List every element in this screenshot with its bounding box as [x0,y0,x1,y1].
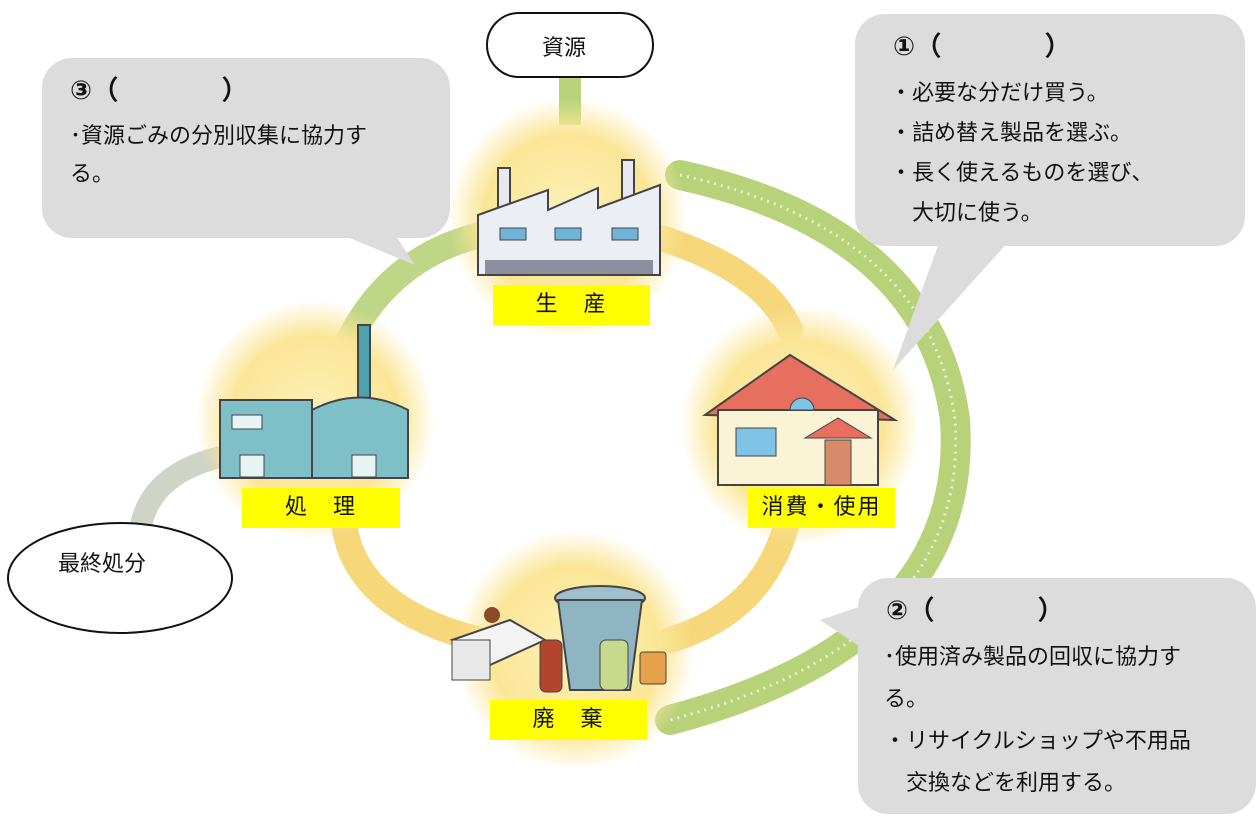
final-disposal-oval [7,522,233,634]
bubble-one-body: ・必要な分だけ買う。 ・詰め替え製品を選ぶ。 ・長く使えるものを選び、 大切に使… [890,74,1153,234]
bubble-two-line: ･使用済み製品の回収に協力す [884,645,1182,670]
recycle-arc [655,160,971,735]
bubble-three-body: ･資源ごみの分別収集に協力す る。 [70,118,367,194]
bubble-one-line: ・詰め替え製品を選ぶ。 [890,121,1133,146]
stage-disposal: 廃 棄 [490,700,647,740]
bubble-three-shape [42,58,450,265]
bubble-one-title: ①（ ） [893,32,1072,62]
bubble-three-title: ③（ ） [70,76,249,106]
final-disposal-label: 最終処分 [58,552,147,577]
stage-production: 生 産 [493,285,650,325]
bubble-two-line: 交換などを利用する。 [884,771,1127,796]
source-label: 資源 [542,36,587,61]
bubble-two-title: ②（ ） [886,596,1065,626]
garbage-icon [449,585,667,693]
stage-treatment: 処 理 [242,488,400,528]
bubble-two-line: ・リサイクルショップや不用品 [884,729,1191,754]
bubble-one-line: ・長く使えるものを選び、 [890,161,1154,186]
source-box [486,12,654,78]
stage-consumption: 消費・使用 [748,488,895,528]
bubble-one-shape [855,14,1245,370]
bubble-two-body: ･使用済み製品の回収に協力す る。 ・リサイクルショップや不用品 交換などを利用… [884,637,1191,805]
treatment-plant-icon [219,324,409,479]
bubble-two-line: る。 [884,687,929,712]
bubble-three-line: る。 [70,162,115,187]
bubble-one-line: 大切に使う。 [890,201,1043,226]
bubble-one-line: ・必要な分だけ買う。 [890,81,1109,106]
factory-icon [477,159,661,276]
bubble-three-line: ･資源ごみの分別収集に協力す [70,124,368,149]
house-icon [701,353,899,486]
bubble-two-shape [820,578,1256,814]
